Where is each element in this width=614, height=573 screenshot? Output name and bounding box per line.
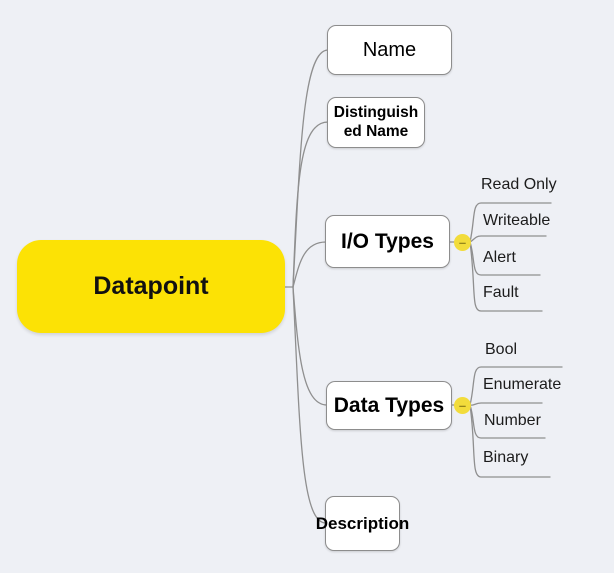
child-topic-read-only[interactable]: Read Only bbox=[481, 176, 557, 193]
child-topic-alert[interactable]: Alert bbox=[483, 249, 516, 266]
child-topic-binary[interactable]: Binary bbox=[483, 449, 529, 466]
child-topic-number[interactable]: Number bbox=[484, 412, 541, 429]
topic-name[interactable]: Name bbox=[327, 25, 452, 75]
child-topic-bool[interactable]: Bool bbox=[485, 341, 518, 358]
child-topic-enumerate[interactable]: Enumerate bbox=[483, 376, 562, 393]
collapse-button-data-types[interactable]: – bbox=[454, 397, 471, 414]
topic-distinguished-name[interactable]: Distinguished Name bbox=[327, 97, 425, 148]
root-topic-datapoint[interactable]: Datapoint bbox=[17, 240, 285, 333]
child-topic-fault[interactable]: Fault bbox=[483, 284, 519, 301]
child-topic-writeable[interactable]: Writeable bbox=[483, 212, 551, 229]
topic-io-types[interactable]: I/O Types bbox=[325, 215, 450, 268]
collapse-button-io-types[interactable]: – bbox=[454, 234, 471, 251]
minus-icon: – bbox=[458, 398, 467, 413]
minus-icon: – bbox=[458, 235, 467, 250]
topic-description[interactable]: Description bbox=[316, 496, 409, 551]
topic-data-types[interactable]: Data Types bbox=[326, 381, 452, 430]
